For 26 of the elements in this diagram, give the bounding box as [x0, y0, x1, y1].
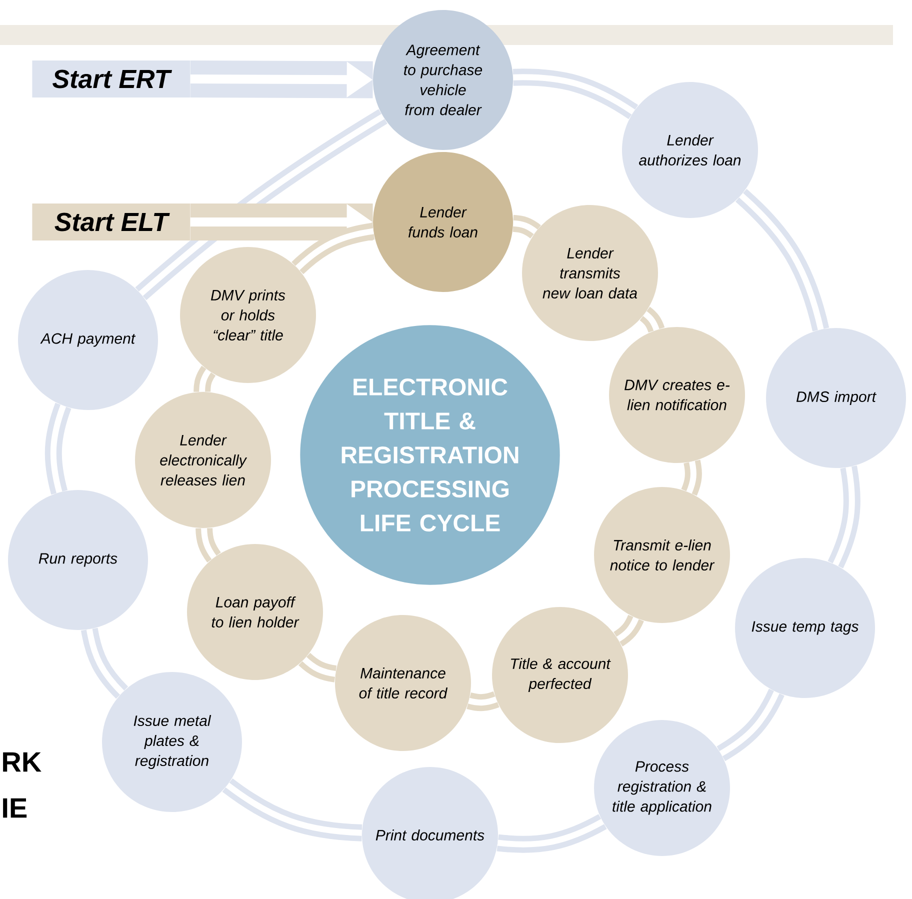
start-band: Start ERT: [32, 60, 190, 98]
connector-band: [44, 402, 72, 494]
connector-band: [681, 460, 702, 496]
connector-band: [298, 652, 337, 682]
side-text: RK: [3, 752, 42, 772]
connector-band: [640, 306, 665, 333]
connector-band: [735, 188, 830, 332]
connector-band: [194, 366, 216, 392]
connector-band: [292, 222, 375, 274]
connector-band: [196, 528, 221, 562]
node-label: Start ELT: [54, 212, 170, 232]
connector-band: [496, 814, 607, 853]
connector-band: [135, 109, 388, 300]
connector-band: [513, 68, 638, 120]
connector-band: [614, 614, 644, 646]
connector-band: [512, 214, 541, 239]
side-text: IE: [3, 798, 27, 818]
connector-band: [81, 628, 128, 699]
arrow: [190, 60, 373, 98]
connector-band: [466, 691, 500, 712]
start-band: Start ELT: [32, 204, 190, 240]
arrow: [190, 204, 373, 240]
connector-band: [716, 688, 784, 761]
connector-band: [828, 466, 860, 568]
connector-band: [222, 778, 362, 842]
node-label: Start ERT: [52, 70, 172, 88]
